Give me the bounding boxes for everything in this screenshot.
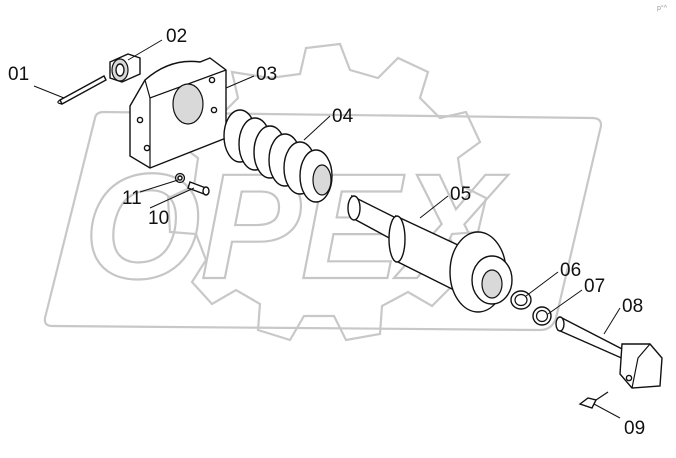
callout-11: 11	[122, 188, 142, 209]
callout-03: 03	[256, 64, 277, 85]
part-03-bracket	[129, 57, 227, 169]
corner-mark: p°^	[657, 4, 668, 12]
part-11-nut	[174, 172, 186, 184]
callout-04: 04	[332, 106, 354, 127]
callout-09: 09	[624, 418, 645, 439]
callout-08: 08	[622, 296, 643, 317]
part-01-cotter-pin	[57, 75, 107, 105]
part-07-ring	[532, 306, 552, 326]
part-06-o-ring	[510, 290, 532, 310]
callouts: 01 02 03 04 05 06 07 08 09 10 11	[8, 26, 645, 439]
part-08-pin	[555, 316, 663, 389]
part-09-grease-nipple	[578, 391, 609, 409]
part-05-shaft	[347, 194, 513, 313]
leader-lines	[33, 39, 621, 419]
callout-02: 02	[166, 26, 187, 47]
callout-10: 10	[148, 208, 169, 229]
callout-01: 01	[8, 64, 29, 85]
callout-07: 07	[584, 276, 605, 297]
part-04-spring	[223, 109, 333, 203]
callout-05: 05	[450, 184, 471, 205]
part-10-bolt	[187, 181, 210, 196]
part-02-bushing	[109, 53, 141, 83]
callout-06: 06	[560, 260, 581, 281]
